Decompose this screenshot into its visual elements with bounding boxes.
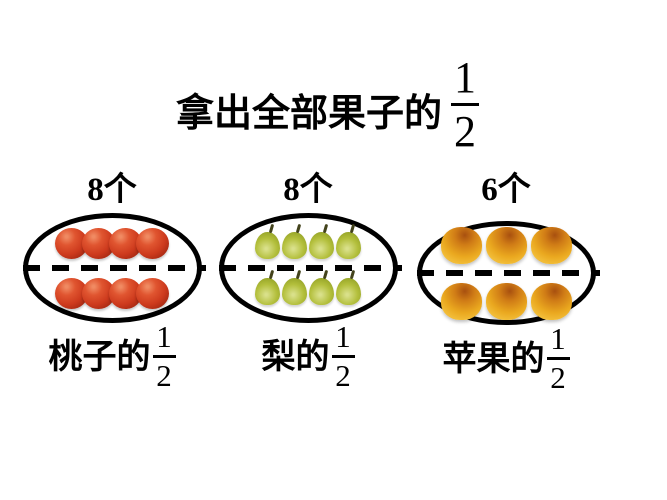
half-divider-dashed-line <box>416 270 600 276</box>
fraction-bar <box>451 103 480 107</box>
apple-set-ellipse <box>416 221 600 325</box>
group-caption-text: 梨的 <box>261 338 330 376</box>
fraction-denominator: 2 <box>335 357 351 393</box>
fraction-bar <box>331 355 355 358</box>
peach-set-ellipse <box>22 213 206 323</box>
apple-icon <box>440 227 482 264</box>
fraction-numerator: 1 <box>156 319 172 354</box>
group-caption: 桃子的 1 2 <box>17 319 207 393</box>
apple-icon <box>530 283 572 320</box>
fruit-group-peaches: 8个 桃子的 1 2 <box>17 170 207 391</box>
fraction-denominator: 2 <box>454 107 477 157</box>
pear-icon <box>255 278 280 305</box>
group-fraction: 1 2 <box>331 319 355 393</box>
half-divider-dashed-line <box>218 265 402 271</box>
pear-icon <box>282 232 307 259</box>
fraction-denominator: 2 <box>156 357 172 393</box>
apple-icon <box>440 283 482 320</box>
page-title: 拿出全部果子的 1 2 <box>176 53 480 157</box>
apple-icon <box>530 227 572 264</box>
group-caption: 梨的 1 2 <box>213 319 403 393</box>
group-caption-text: 桃子的 <box>48 338 151 376</box>
fruit-row-bottom <box>224 278 393 305</box>
peach-icon <box>136 278 169 309</box>
count-label: 8个 <box>283 172 333 208</box>
title-text: 拿出全部果子的 <box>176 92 443 135</box>
fraction-numerator: 1 <box>335 319 351 354</box>
fraction-denominator: 2 <box>550 359 566 395</box>
group-fraction: 1 2 <box>152 319 176 393</box>
pear-icon <box>336 278 361 305</box>
fruit-row-top <box>224 232 393 259</box>
fraction-numerator: 1 <box>454 53 477 102</box>
group-caption: 苹果的 1 2 <box>411 321 601 395</box>
group-caption-text: 苹果的 <box>442 340 545 378</box>
half-divider-dashed-line <box>22 265 206 271</box>
pear-set-ellipse <box>218 213 402 323</box>
fruit-row-top <box>28 228 197 259</box>
pear-icon <box>255 232 280 259</box>
fraction-numerator: 1 <box>550 321 566 356</box>
title-fraction: 1 2 <box>451 53 480 157</box>
fruit-row-bottom <box>28 278 197 309</box>
apple-icon <box>485 227 527 264</box>
fraction-bar <box>546 357 570 360</box>
fruit-row-bottom <box>422 283 591 320</box>
fraction-bar <box>152 355 176 358</box>
fruit-row-top <box>422 227 591 264</box>
pear-icon <box>309 278 334 305</box>
pear-icon <box>336 232 361 259</box>
pear-icon <box>282 278 307 305</box>
count-label: 8个 <box>87 172 137 208</box>
fruit-group-pears: 8个 梨的 1 2 <box>213 170 403 391</box>
peach-icon <box>136 228 169 259</box>
group-fraction: 1 2 <box>546 321 570 395</box>
count-label: 6个 <box>481 172 531 208</box>
apple-icon <box>485 283 527 320</box>
fruit-group-apples: 6个 苹果的 1 2 <box>411 170 601 393</box>
pear-icon <box>309 232 334 259</box>
